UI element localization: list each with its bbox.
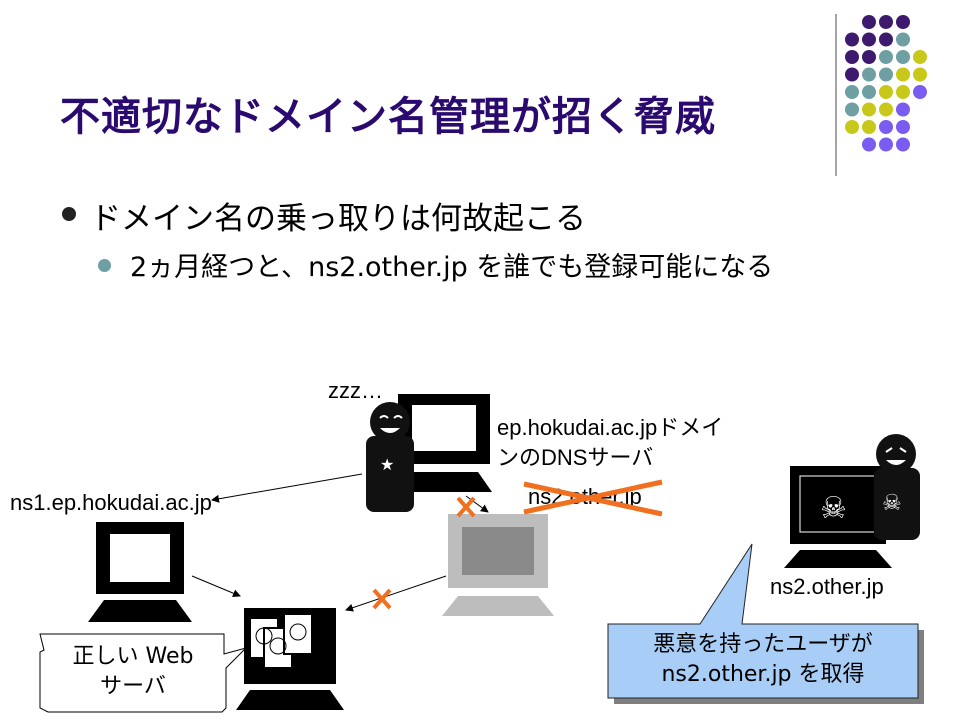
dns-hijack-diagram: ★ ☠ ☠ (39, 394, 924, 713)
decorative-dot (896, 85, 910, 99)
web-server-icon (236, 608, 344, 710)
decorative-dot (896, 137, 910, 152)
arrow-dns-to-ns1 (211, 473, 363, 503)
decorative-dot (879, 137, 893, 152)
arrow-ns2-to-web (345, 575, 447, 612)
decorative-dot (913, 67, 927, 82)
svg-text:★: ★ (380, 455, 394, 474)
arrow-dns-to-ns2 (465, 495, 489, 513)
decorative-dot (862, 67, 876, 82)
ns1-label: ns1.ep.hokudai.ac.jp (10, 490, 212, 515)
decorative-dot (879, 120, 893, 134)
bullet-level2: 2ヵ月経つと、ns2.other.jp を誰でも登録可能になる (130, 252, 774, 283)
attacker-computer-icon: ☠ (784, 466, 892, 568)
svg-text:☠: ☠ (820, 491, 847, 526)
attacker-callout-line2: ns2.other.jp を取得 (661, 662, 865, 687)
decorative-dot (879, 85, 893, 99)
decorative-dot (862, 50, 876, 64)
web-server-callout-line2: サーバ (100, 674, 166, 699)
decorative-dot (879, 15, 893, 29)
blocked-cross-icon (456, 496, 476, 518)
decorative-dot (862, 102, 876, 117)
slide-title: 不適切なドメイン名管理が招く脅威 (60, 94, 716, 140)
attacker-user-icon: ☠ (874, 434, 920, 540)
ns2-attacker-label: ns2.other.jp (770, 574, 884, 599)
decorative-dot (879, 50, 893, 64)
sleeping-label: zzz… (328, 378, 383, 403)
ns2-old-computer-icon (442, 514, 554, 616)
decorative-dot (845, 32, 859, 47)
decorative-dot (862, 120, 876, 134)
decorative-dot-grid (835, 14, 927, 176)
web-server-callout-shape (39, 633, 248, 713)
dns-server-label-line1: ep.hokudai.ac.jpドメイ (497, 415, 724, 440)
decorative-dot (862, 32, 876, 47)
decorative-dot (862, 137, 876, 152)
blocked-cross-icon (372, 588, 392, 610)
decorative-dot (845, 102, 859, 117)
decorative-dot (879, 67, 893, 82)
bullet-dot-sub (98, 259, 111, 272)
attacker-callout-shape (607, 543, 924, 704)
attacker-callout-line1: 悪意を持ったユーザが (653, 632, 873, 657)
web-server-callout-line1: 正しい Web (72, 644, 194, 669)
strikethrough-cross-icon (523, 479, 663, 517)
decorative-dot (845, 85, 859, 99)
bullet-dot (62, 207, 76, 221)
decorative-dot (896, 102, 910, 117)
decorative-dot (913, 50, 927, 64)
decorative-dot (879, 32, 893, 47)
decorative-dot (913, 85, 927, 99)
decorative-dot (862, 85, 876, 99)
decorative-dot (845, 50, 859, 64)
svg-text:☠: ☠ (882, 491, 902, 516)
arrow-ns1-to-web (191, 575, 241, 597)
sleeping-admin-icon: ★ (366, 402, 414, 512)
bullet-level1: ドメイン名の乗っ取りは何故起こる (90, 201, 586, 237)
web-server-callout: 正しい Web サーバ (44, 642, 222, 702)
decorative-dot (896, 67, 910, 82)
decorative-dot (845, 120, 859, 134)
decorative-dot (862, 15, 876, 29)
decorative-dot (845, 67, 859, 82)
decorative-dot (879, 102, 893, 117)
decorative-dot (896, 120, 910, 134)
attacker-callout: 悪意を持ったユーザが ns2.other.jp を取得 (610, 630, 916, 690)
decorative-dot (896, 32, 910, 47)
decorative-dot (896, 50, 910, 64)
dns-server-label-line2: ンのDNSサーバ (497, 445, 654, 470)
decorative-dot (896, 15, 910, 29)
ns1-computer-icon (88, 522, 192, 622)
